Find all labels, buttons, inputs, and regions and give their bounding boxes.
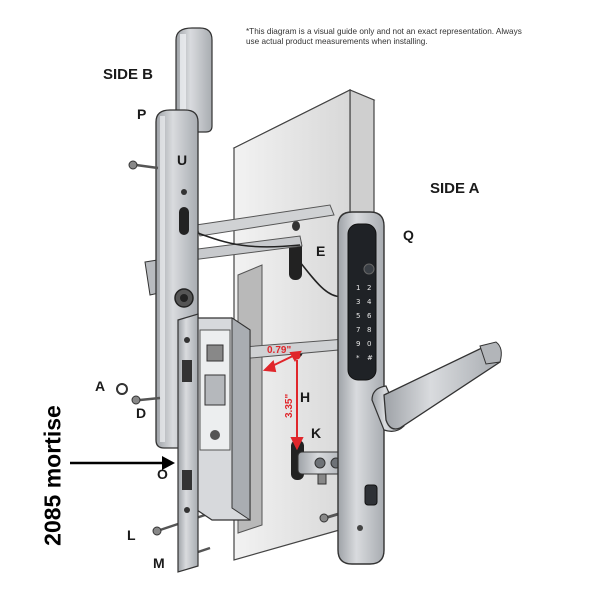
keypad-key[interactable]: 0 bbox=[367, 340, 371, 348]
dimension-vertical: 3.35" bbox=[284, 394, 295, 418]
keypad-key[interactable]: 1 bbox=[356, 284, 360, 292]
part-label-o: O bbox=[157, 466, 168, 482]
part-label-d: D bbox=[136, 405, 146, 421]
side-a-label: SIDE A bbox=[430, 180, 480, 197]
part-label-a: A bbox=[95, 378, 105, 394]
keypad-key[interactable]: 8 bbox=[367, 326, 371, 334]
keypad-key[interactable]: # bbox=[367, 354, 373, 362]
mortise-pointer-arrow bbox=[70, 456, 175, 470]
part-label-k: K bbox=[311, 425, 321, 441]
keypad-key[interactable]: 7 bbox=[356, 326, 360, 334]
mortise-lock-body bbox=[193, 317, 251, 521]
part-label-p: P bbox=[137, 106, 146, 122]
side-a-lever-handle bbox=[371, 341, 502, 432]
mortise-faceplate bbox=[177, 313, 199, 573]
keypad-key[interactable]: 5 bbox=[356, 312, 360, 320]
part-label-e: E bbox=[316, 243, 325, 259]
keypad-key[interactable]: 4 bbox=[367, 298, 372, 306]
keypad-key[interactable]: 6 bbox=[367, 312, 372, 320]
euro-cylinder bbox=[297, 451, 349, 485]
part-label-u: U bbox=[177, 152, 187, 168]
keypad-key[interactable]: * bbox=[356, 354, 360, 362]
disclaimer-note: *This diagram is a visual guide only and… bbox=[246, 27, 522, 46]
part-label-m: M bbox=[153, 555, 165, 571]
keypad-key[interactable]: 9 bbox=[356, 340, 360, 348]
side-b-label: SIDE B bbox=[103, 66, 153, 83]
keypad-key[interactable]: 2 bbox=[367, 284, 371, 292]
part-label-l: L bbox=[127, 527, 136, 543]
keypad-key[interactable]: 3 bbox=[356, 298, 360, 306]
dimension-markers bbox=[262, 350, 304, 451]
dimension-horizontal: 0.79" bbox=[267, 345, 291, 356]
part-label-q: Q bbox=[403, 227, 414, 243]
part-label-h: H bbox=[300, 389, 310, 405]
